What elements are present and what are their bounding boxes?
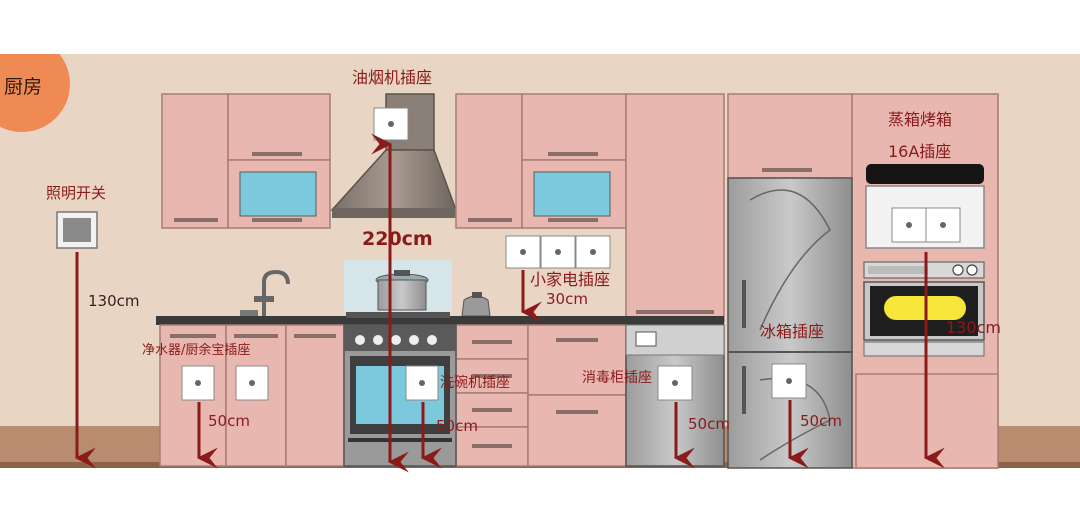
dishwasher-socket-icon — [405, 365, 439, 401]
water-purifier-height: 50cm — [208, 412, 250, 430]
water-purifier-socket-icon — [181, 365, 269, 401]
kettle — [461, 292, 491, 317]
small-appliance-label: 小家电插座 — [530, 270, 611, 289]
fridge-socket-icon — [771, 363, 807, 399]
disinfection-height: 50cm — [688, 415, 730, 433]
room-badge — [0, 54, 70, 132]
small-appliance-socket-icon — [505, 235, 611, 269]
light-switch — [56, 211, 98, 249]
countertop — [156, 316, 724, 325]
hood-socket-icon — [373, 107, 409, 141]
fridge-label: 冰箱插座 — [760, 322, 825, 341]
switch-label: 照明开关 — [46, 184, 107, 202]
socket-icons — [181, 107, 961, 401]
hood-height: 220cm — [362, 228, 433, 250]
dishwasher-label: 洗碗机插座 — [440, 375, 510, 391]
upper-cabinets-right — [455, 93, 853, 323]
faucet — [262, 269, 290, 318]
stove — [343, 324, 457, 467]
hood-socket-label: 油烟机插座 — [352, 68, 433, 87]
oven-label-1: 蒸箱烤箱 — [888, 110, 953, 129]
height-arrows — [74, 133, 945, 473]
water-purifier-label: 净水器/厨余宝插座 — [142, 343, 251, 358]
small-appliance-height: 30cm — [546, 290, 588, 308]
glass-panel — [239, 171, 317, 217]
disinfection-socket-icon — [657, 365, 693, 401]
disinfection-label: 消毒柜插座 — [582, 370, 652, 386]
dishwasher-height: 50cm — [436, 417, 478, 435]
room-label: 厨房 — [4, 76, 43, 98]
switch-height: 130cm — [88, 292, 140, 310]
oven-label-2: 16A插座 — [888, 142, 952, 161]
fridge-height: 50cm — [800, 412, 842, 430]
oven-height: 130cm — [946, 318, 1001, 337]
pot — [375, 270, 429, 311]
oven-socket-icon — [891, 207, 961, 243]
